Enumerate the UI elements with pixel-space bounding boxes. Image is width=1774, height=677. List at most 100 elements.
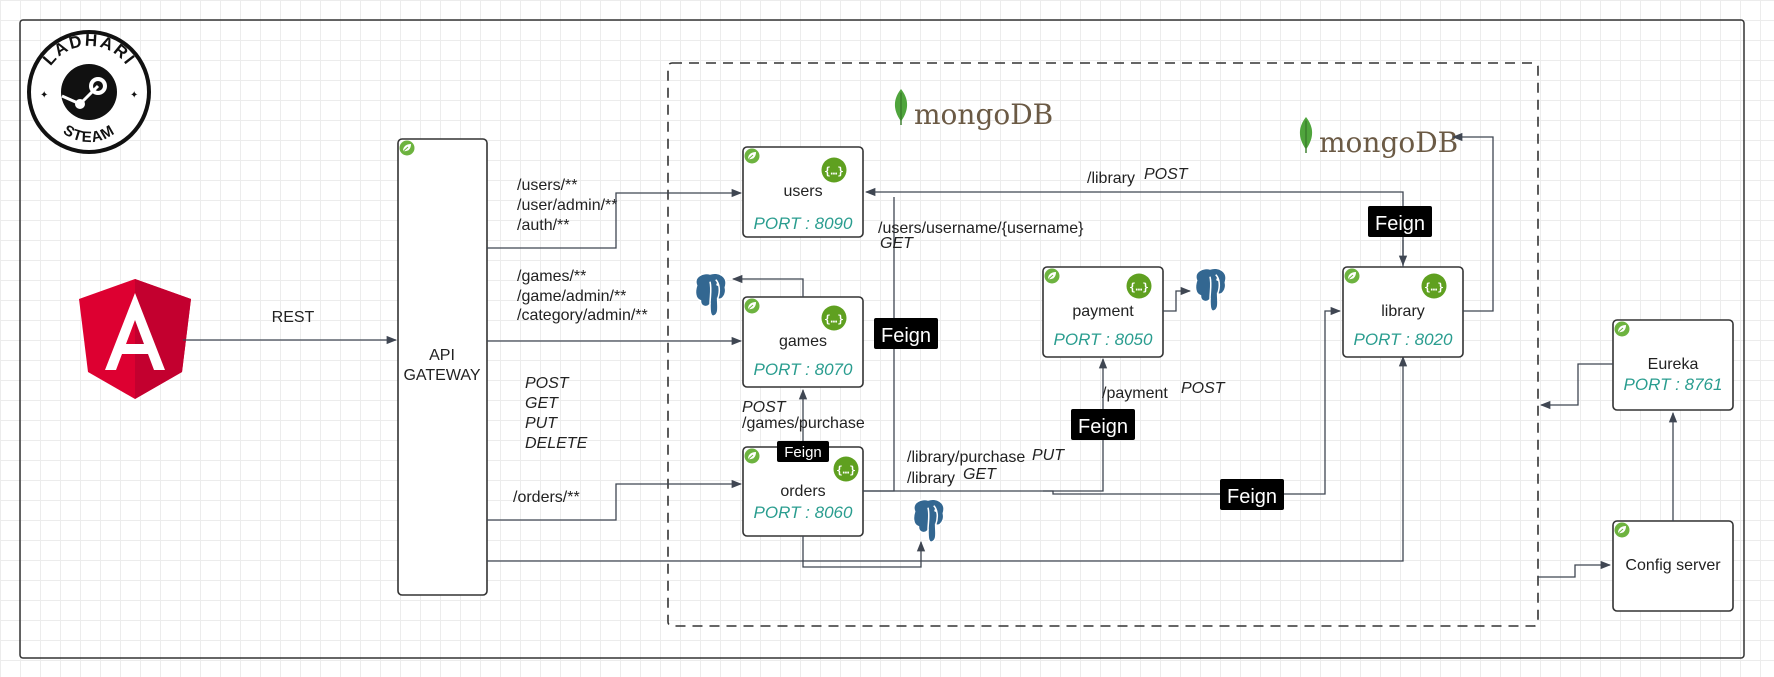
library-purchase-path: /library/purchase xyxy=(907,449,1025,466)
method-post: POST xyxy=(525,375,570,392)
method-put: PUT xyxy=(525,415,558,432)
feign-badge-payment: Feign xyxy=(1071,409,1135,440)
feign-badge-library-orders: Feign xyxy=(1220,479,1284,510)
edge-cluster-config xyxy=(1538,560,1612,578)
eureka-port: PORT : 8761 xyxy=(1624,375,1723,394)
orders-port: PORT : 8060 xyxy=(754,503,853,522)
eureka-node: Eureka PORT : 8761 xyxy=(1612,319,1734,411)
edge-payment-db xyxy=(1163,286,1192,312)
config-name: Config server xyxy=(1625,557,1721,574)
eureka-name: Eureka xyxy=(1648,356,1699,373)
route-user-admin: /user/admin/** xyxy=(517,197,618,214)
svg-text:Feign: Feign xyxy=(1078,416,1128,438)
mongo-text-b: DB xyxy=(1010,98,1053,131)
ladhari-steam-logo: LADHARI STEAM ✦ ✦ xyxy=(27,30,151,154)
edge-games-db xyxy=(731,274,804,297)
edge-orders-payment xyxy=(863,357,1108,492)
library-post-path: /library xyxy=(1087,170,1135,187)
library-get-path: /library xyxy=(907,470,955,487)
svg-text:Feign: Feign xyxy=(1227,486,1277,508)
outer-frame xyxy=(19,19,1745,659)
library-port: PORT : 8020 xyxy=(1354,330,1453,349)
api-icon xyxy=(1421,273,1447,299)
gateway-label-line2: GATEWAY xyxy=(403,367,480,384)
angular-icon xyxy=(79,279,191,399)
users-service-node: users PORT : 8090 xyxy=(742,146,864,238)
mongodb-leaf-icon xyxy=(1299,116,1313,154)
api-gateway-node: API GATEWAY xyxy=(397,138,488,596)
edge-library-mongo xyxy=(1451,132,1494,312)
payment-method: POST xyxy=(1181,380,1226,397)
spring-icon xyxy=(1344,268,1360,284)
api-icon xyxy=(1126,273,1152,299)
games-port: PORT : 8070 xyxy=(754,360,853,379)
postgres-payment-icon xyxy=(1194,267,1227,312)
svg-text:mongoDB: mongoDB xyxy=(914,98,1053,131)
postgres-games-icon xyxy=(694,272,727,317)
api-icon xyxy=(833,456,859,482)
feign-badge-users: Feign xyxy=(874,318,938,349)
payment-name: payment xyxy=(1072,303,1134,320)
mongodb-logo-users: mongoDB xyxy=(894,88,1053,131)
spring-icon xyxy=(744,448,760,464)
library-get-method: GET xyxy=(963,466,997,483)
username-path: /users/username/{username} xyxy=(878,220,1084,237)
purchase-path: /games/purchase xyxy=(742,415,865,432)
method-delete: DELETE xyxy=(525,435,588,452)
postgres-orders-icon xyxy=(912,498,945,543)
edge-orders-library xyxy=(1043,306,1342,495)
payment-port: PORT : 8050 xyxy=(1054,330,1153,349)
spring-icon xyxy=(399,140,415,156)
svg-text:Feign: Feign xyxy=(1375,213,1425,235)
orders-service-node: orders PORT : 8060 xyxy=(742,446,864,537)
edge-orders-db xyxy=(802,536,926,568)
config-server-node: Config server xyxy=(1612,520,1734,612)
payment-service-node: payment PORT : 8050 xyxy=(1042,266,1164,358)
mongo-text-a: mongo xyxy=(914,98,1010,131)
route-users: /users/** xyxy=(517,177,577,194)
edge-gateway-orders xyxy=(487,479,743,521)
svg-text:mongoDB: mongoDB xyxy=(1319,126,1458,159)
route-auth: /auth/** xyxy=(517,217,569,234)
mongodb-logo-library: mongoDB xyxy=(1299,116,1458,159)
gateway-label-line1: API xyxy=(429,347,455,364)
feign-badge-library: Feign xyxy=(1368,206,1432,237)
library-name: library xyxy=(1381,303,1425,320)
edge-gateway-library xyxy=(487,355,1408,562)
games-name: games xyxy=(779,333,827,350)
library-purchase-method: PUT xyxy=(1032,447,1065,464)
services-cluster xyxy=(667,62,1539,627)
spring-icon xyxy=(744,148,760,164)
username-method: GET xyxy=(880,235,914,252)
spring-icon xyxy=(1044,268,1060,284)
rest-label: REST xyxy=(272,309,315,326)
svg-text:✦: ✦ xyxy=(40,90,48,101)
route-orders: /orders/** xyxy=(513,489,580,506)
library-service-node: library PORT : 8020 xyxy=(1342,266,1464,358)
edge-gateway-users xyxy=(487,188,743,249)
svg-text:Feign: Feign xyxy=(784,444,822,461)
users-port: PORT : 8090 xyxy=(754,214,853,233)
mongodb-leaf-icon xyxy=(894,88,908,126)
users-name: users xyxy=(783,183,822,200)
games-service-node: games PORT : 8070 xyxy=(742,296,864,388)
spring-icon xyxy=(744,298,760,314)
feign-badge-games: Feign xyxy=(777,441,829,462)
purchase-method: POST xyxy=(742,399,787,416)
library-post-method: POST xyxy=(1144,166,1189,183)
mongo-text-b: DB xyxy=(1415,126,1458,159)
svg-text:✦: ✦ xyxy=(130,90,138,101)
spring-icon xyxy=(1614,321,1630,337)
route-category-admin: /category/admin/** xyxy=(517,307,648,324)
mongo-text-a: mongo xyxy=(1319,126,1415,159)
payment-path: /payment xyxy=(1102,385,1168,402)
route-games: /games/** xyxy=(517,268,586,285)
api-icon xyxy=(821,157,847,183)
edge-eureka-cluster xyxy=(1539,363,1613,410)
route-game-admin: /game/admin/** xyxy=(517,288,626,305)
spring-icon xyxy=(1614,522,1630,538)
svg-text:Feign: Feign xyxy=(881,325,931,347)
orders-name: orders xyxy=(780,483,825,500)
method-get: GET xyxy=(525,395,559,412)
